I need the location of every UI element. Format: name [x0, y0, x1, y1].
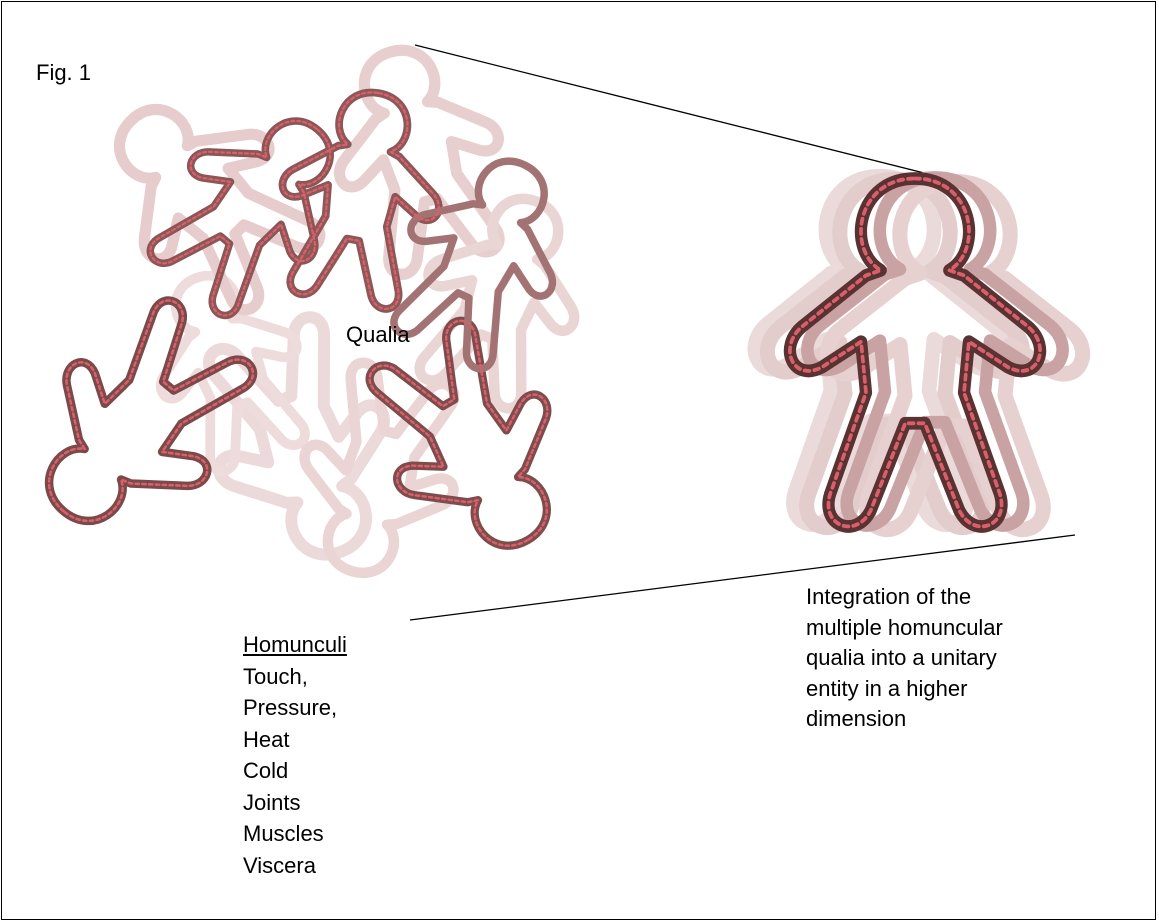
list-item: Heat: [243, 724, 347, 756]
qualia-label: Qualia: [346, 322, 410, 348]
caption-line: dimension: [806, 704, 1106, 735]
caption-line: multiple homuncular: [806, 613, 1106, 644]
list-item: Joints: [243, 787, 347, 819]
list-item: Touch,: [243, 661, 347, 693]
caption-line: Integration of the: [806, 582, 1106, 613]
figure-label: Fig. 1: [36, 60, 91, 86]
list-item: Muscles: [243, 818, 347, 850]
list-item: Pressure,: [243, 692, 347, 724]
list-heading: Homunculi: [243, 629, 347, 661]
caption-line: entity in a higher: [806, 674, 1106, 705]
list-item: Viscera: [243, 850, 347, 882]
integration-caption: Integration of the multiple homuncular q…: [806, 582, 1106, 735]
list-item: Cold: [243, 755, 347, 787]
caption-line: qualia into a unitary: [806, 643, 1106, 674]
homunculi-cluster: [0, 31, 608, 592]
integrated-homunculus: [755, 177, 1083, 530]
homunculi-list: Homunculi Touch, Pressure, Heat Cold Joi…: [243, 629, 347, 881]
